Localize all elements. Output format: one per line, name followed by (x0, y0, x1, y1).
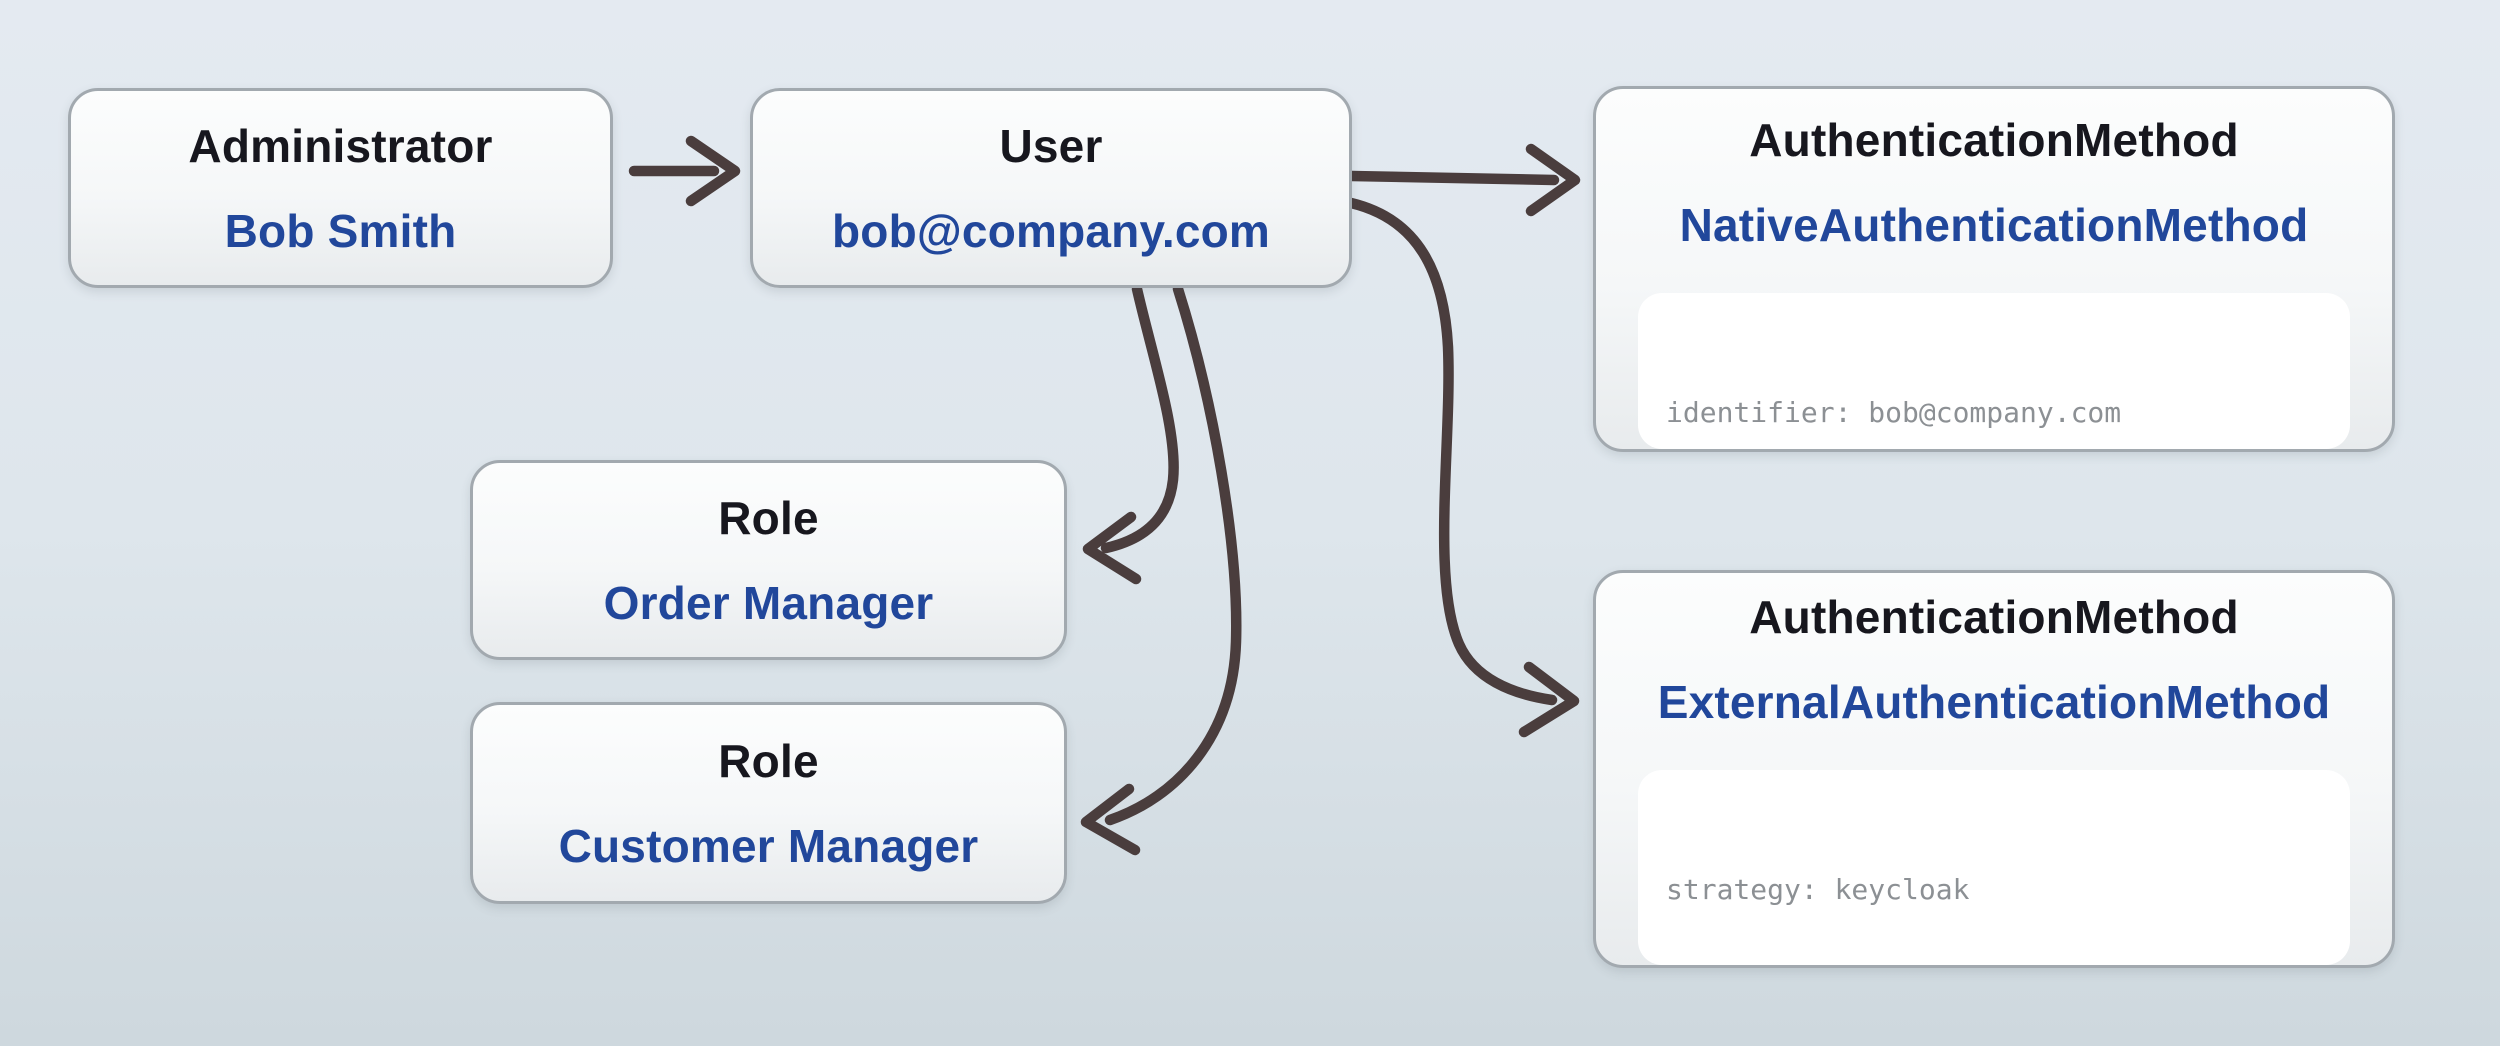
edge-user-to-external-authentication-method (1345, 197, 1580, 738)
node-value: Bob Smith (224, 204, 457, 257)
properties-panel: identifier: bob@company.com password: **… (1638, 293, 2350, 449)
property-line: strategy: keycloak (1666, 873, 1970, 906)
node-value: Order Manager (603, 576, 934, 629)
edge-user-to-role-customer-manager (1080, 283, 1242, 856)
node-value: NativeAuthenticationMethod (1679, 199, 2309, 251)
node-type-label: AuthenticationMethod (1749, 591, 2239, 643)
edge-user-to-role-order-manager (1082, 283, 1179, 585)
edge-administrator-to-user (628, 135, 741, 207)
node-value: bob@company.com (831, 204, 1271, 257)
node-type-label: AuthenticationMethod (1749, 114, 2239, 166)
properties-panel: strategy: keycloak externalIdentifier: c… (1638, 770, 2350, 965)
node-role-customer-manager: Role Customer Manager (470, 702, 1067, 904)
node-value: Customer Manager (558, 819, 979, 872)
node-type-label: Role (718, 734, 819, 787)
node-external-authentication-method: AuthenticationMethod ExternalAuthenticat… (1593, 570, 2395, 968)
node-native-authentication-method: AuthenticationMethod NativeAuthenticatio… (1593, 86, 2395, 452)
node-role-order-manager: Role Order Manager (470, 460, 1067, 660)
node-user: User bob@company.com (750, 88, 1352, 288)
property-line: identifier: bob@company.com (1666, 396, 2122, 429)
node-type-label: Administrator (188, 119, 493, 172)
node-type-label: User (999, 119, 1103, 172)
node-type-label: Role (718, 491, 819, 544)
node-administrator: Administrator Bob Smith (68, 88, 613, 288)
edge-user-to-native-authentication-method (1346, 143, 1581, 217)
node-value: ExternalAuthenticationMethod (1657, 676, 2331, 728)
